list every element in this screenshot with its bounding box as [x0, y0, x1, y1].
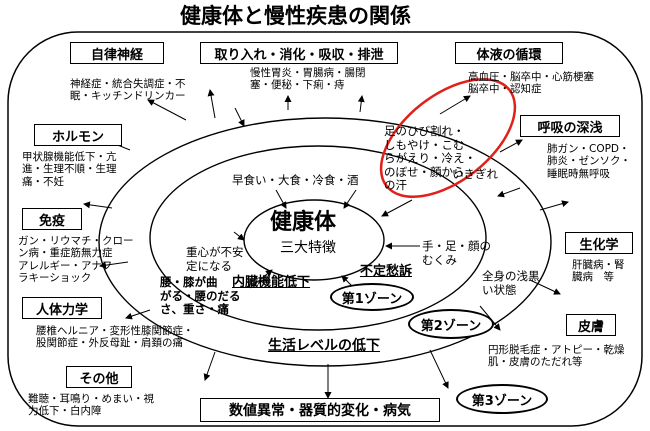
box-autonomic: 自律神経 [70, 42, 164, 64]
inner-breath: いきぎれ [452, 167, 498, 181]
center-subtitle: 三大特徴 [280, 240, 336, 256]
diseases-autonomic: 神経症・統合失調症・不眠・キッチンドリンカー [70, 78, 186, 103]
zone-ellipse-outer [98, 117, 552, 367]
organ-decline: 内臓機能低下 [232, 275, 311, 290]
inner-swelling: 手・足・顔のむくみ [422, 239, 491, 267]
life-level-decline: 生活レベルの低下 [268, 338, 380, 354]
inner-highlight: 足のひび割れ・しもやけ・こむらがえり・冷え・のぼせ・顔からの汗 [384, 124, 476, 193]
box-bottom: 数値異常・器質的変化・病気 [200, 398, 440, 422]
diseases-other: 難聴・耳鳴り・めまい・視力低下・白内障 [28, 393, 154, 418]
box-fluid: 体液の循環 [455, 42, 563, 64]
diseases-skin: 円形脱毛症・アトピー・乾燥肌・皮膚のただれ等 [488, 344, 625, 369]
diseases-biochem: 肝臓病・腎臓病 等 [572, 259, 625, 284]
highlight-ellipse [379, 77, 517, 199]
outer-boundary [7, 31, 643, 427]
diseases-intake: 慢性胃炎・胃腸病・腸閉塞・便秘・下痢・痔 [250, 67, 366, 92]
inner-shortness: 全身の浅黒い状態 [482, 269, 540, 297]
diseases-mechanics: 腰椎ヘルニア・変形性膝関節症・股関節症・外反母趾・肩頚の痛 [36, 325, 194, 350]
box-breathing: 呼吸の深浅 [520, 115, 620, 137]
box-mechanics: 人体力学 [22, 297, 102, 319]
diagram-title: 健康体と慢性疾患の関係 [180, 4, 411, 28]
zone-3: 第3ゾーン [456, 384, 548, 414]
inner-food: 早食い・大食・冷食・酒 [232, 173, 359, 187]
diseases-hormone: 甲状腺機能低下・亢進・生理不順・生理痛・不妊 [22, 151, 117, 188]
complaints: 不定愁訴 [360, 264, 413, 279]
box-other: その他 [66, 366, 132, 388]
box-skin: 皮膚 [566, 314, 616, 336]
box-hormone: ホルモン [34, 124, 122, 146]
inner-waist: 腰・膝が曲がる・腰のだるさ、重さ・痛 [160, 275, 241, 317]
box-intake: 取り入れ・消化・吸収・排泄 [200, 42, 398, 64]
box-biochem: 生化学 [565, 232, 633, 254]
center-title: 健康体 [270, 210, 337, 235]
diseases-breathing: 肺ガン・COPD・肺炎・ゼンソク・睡眠時無呼吸 [547, 143, 631, 180]
zone-ellipse-middle [149, 145, 487, 331]
inner-instability: 重心が不安定になる [186, 245, 244, 273]
diseases-immunity: ガン・リウマチ・クローン病・重症筋無力症アレルギー・アナフラキーショック [18, 235, 134, 285]
box-immunity: 免疫 [22, 208, 82, 230]
zone-2: 第2ゾーン [408, 309, 494, 339]
diseases-fluid: 高血圧・脳卒中・心筋梗塞脳卒中・認知症 [468, 71, 594, 96]
zone-1: 第1ゾーン [330, 283, 414, 311]
